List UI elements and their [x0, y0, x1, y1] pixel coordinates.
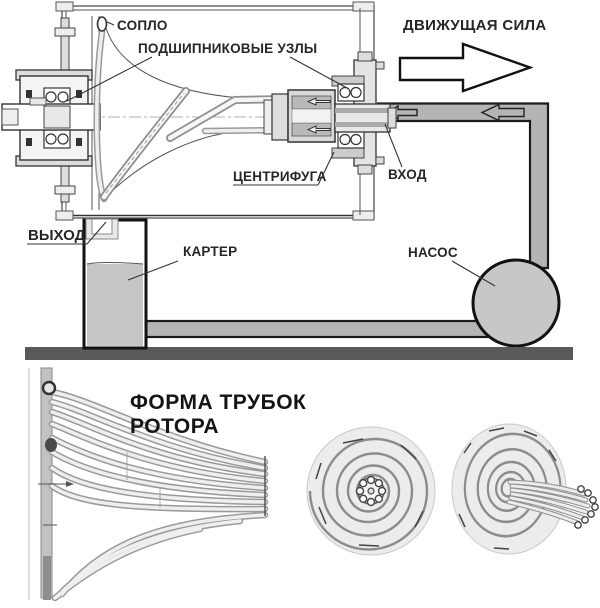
label-pump: НАСОС [408, 245, 458, 260]
inlet-pipe [376, 102, 550, 270]
rim-ticks [458, 427, 557, 550]
nozzle-tip [96, 16, 108, 32]
drum-flow-arrow-icon [306, 97, 331, 106]
bearing-balls [337, 83, 365, 149]
corner-tab [55, 1, 74, 12]
label-sump: КАРТЕР [183, 244, 237, 259]
schematic-labels: СОПЛО ПОДШИПНИКОВЫЕ УЗЛЫ ДВИЖУЩАЯ СИЛА Ц… [27, 17, 547, 287]
fluid-surface-line [86, 262, 144, 265]
small-arrow-icon [66, 481, 74, 487]
label-bearing-units: ПОДШИПНИКОВЫЕ УЗЛЫ [138, 41, 317, 56]
corner-tab [352, 1, 375, 12]
rotor-tube-shape-figure [28, 367, 269, 602]
tube-end-ring [41, 380, 57, 396]
label-inlet: ВХОД [388, 167, 427, 182]
label-centrifuge: ЦЕНТРИФУГА [233, 169, 327, 184]
hub [355, 475, 387, 507]
tank-fluid [87, 264, 143, 346]
spiral-rotor-angled-view [451, 423, 599, 555]
rotor-section-title-line2: РОТОРА [130, 415, 219, 438]
corner-tab [352, 210, 375, 221]
bearing-balls [43, 87, 71, 149]
corner-tab [55, 210, 74, 221]
driving-force-arrow [398, 42, 534, 93]
dark-tube-end [45, 438, 57, 452]
tube-bundle-exit [506, 479, 599, 529]
pump-circle [471, 258, 561, 348]
right-bearing-assembly [331, 8, 397, 215]
label-driving-force: ДВИЖУЩАЯ СИЛА [403, 17, 547, 34]
label-outlet: ВЫХОД [28, 227, 86, 244]
left-bearing-assembly [1, 17, 101, 203]
tube-fan [48, 388, 269, 602]
bundle-end-rings [574, 485, 599, 529]
sump-tank [82, 218, 148, 350]
ground-bar [25, 347, 573, 360]
label-nozzle: СОПЛО [117, 18, 168, 33]
rotor-section-title-line1: ФОРМА ТРУБОК [130, 391, 306, 414]
rim-ticks [315, 438, 424, 547]
flow-arrow-icon [480, 103, 525, 122]
suction-pipe [144, 319, 498, 339]
centrifuge-drum [263, 89, 336, 143]
spiral-rotor-face-view [306, 426, 436, 556]
drum-flow-arrow-icon [306, 125, 331, 134]
